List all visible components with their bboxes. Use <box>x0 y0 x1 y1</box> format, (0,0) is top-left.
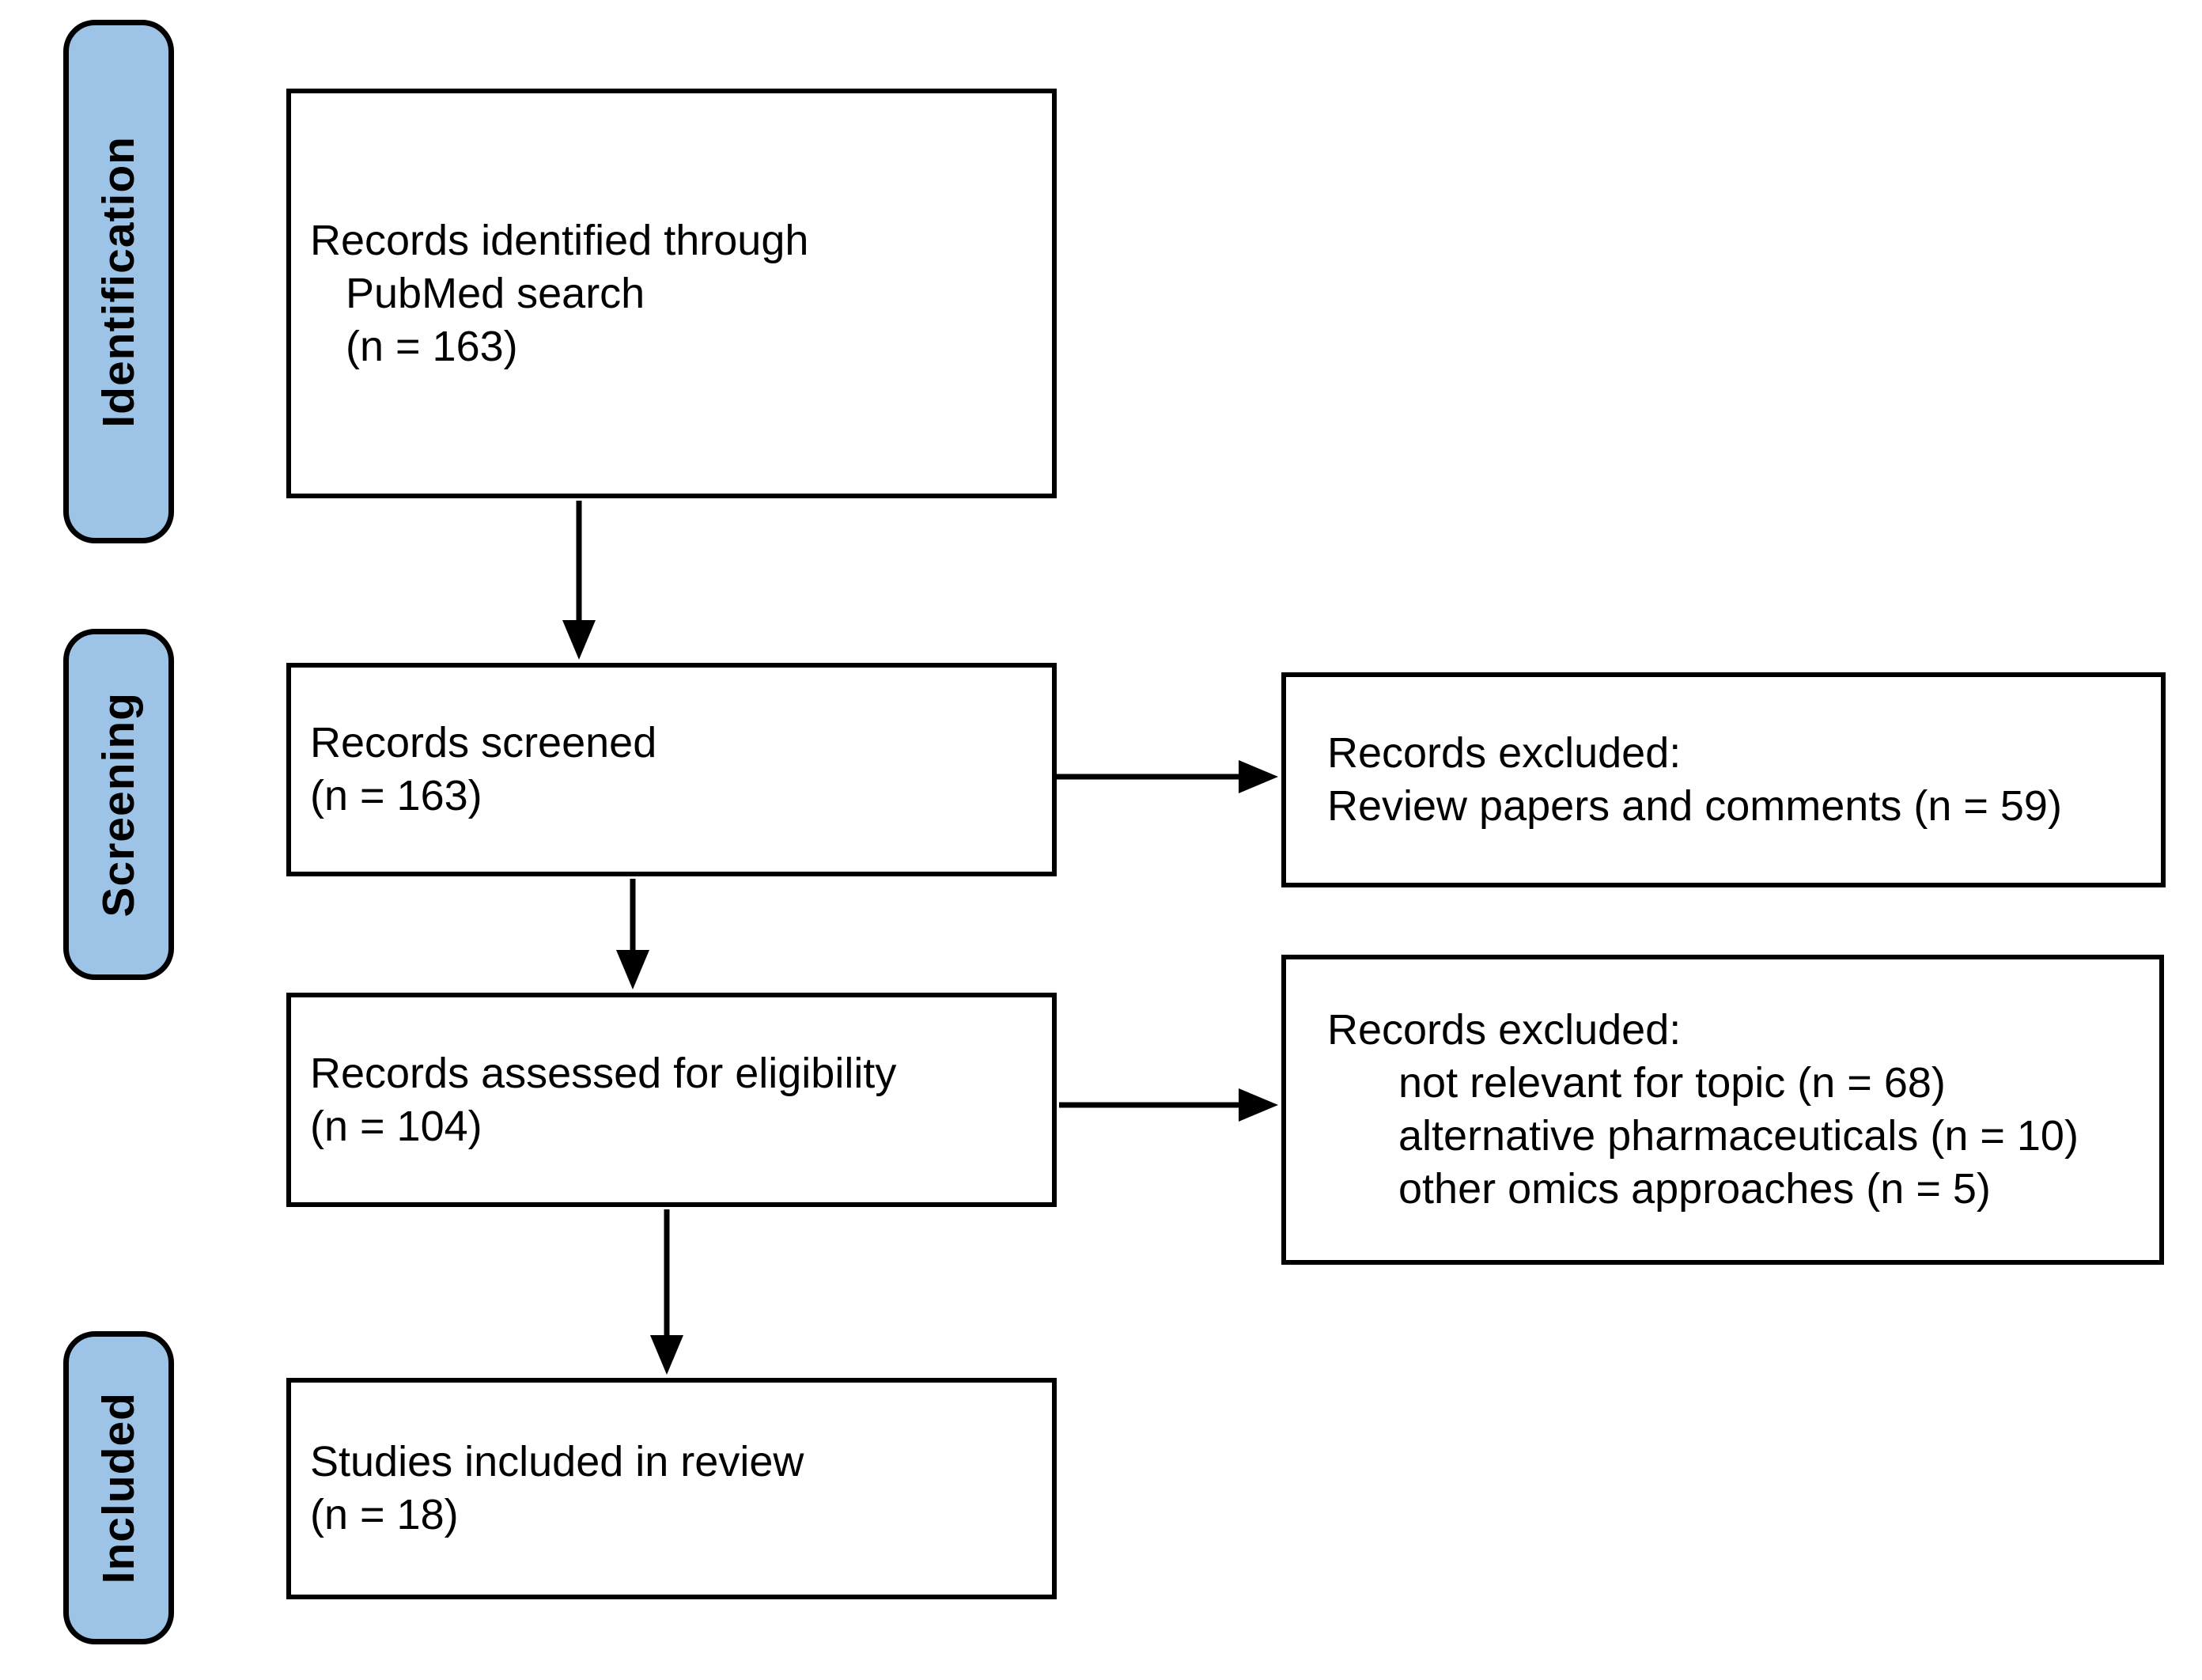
flow-box-line: PubMed search <box>346 269 645 317</box>
arrow-down-assessed-to-included <box>650 1209 683 1375</box>
excluded-reason: alternative pharmaceuticals (n = 10) <box>1398 1112 2079 1160</box>
flow-box-line: Records assessed for eligibility <box>310 1049 897 1097</box>
arrow-down-identified-to-screened <box>562 501 596 660</box>
excluded-reason: Review papers and comments (n = 59) <box>1327 782 2062 830</box>
excluded-reason: not relevant for topic (n = 68) <box>1398 1059 1946 1107</box>
flow-box-records-assessed: Records assessed for eligibility (n = 10… <box>286 993 1057 1207</box>
excluded-title: Records excluded: <box>1327 1006 1682 1054</box>
arrow-down-screened-to-assessed <box>616 879 649 989</box>
excluded-title: Records excluded: <box>1327 729 1682 777</box>
arrow-right-screened-to-excluded <box>1057 760 1278 793</box>
flow-box-count: (n = 163) <box>310 772 482 819</box>
flow-box-count: (n = 104) <box>310 1102 482 1150</box>
flow-box-count: (n = 18) <box>310 1491 459 1538</box>
excluded-box-eligibility: Records excluded: not relevant for topic… <box>1281 955 2164 1265</box>
stage-label: Identification <box>93 135 144 428</box>
stage-included: Included <box>63 1331 174 1644</box>
stage-label: Included <box>93 1391 144 1584</box>
flow-box-studies-included: Studies included in review (n = 18) <box>286 1378 1057 1599</box>
flow-box-records-screened: Records screened (n = 163) <box>286 663 1057 876</box>
stage-screening: Screening <box>63 629 174 980</box>
flow-box-line: Records screened <box>310 719 657 766</box>
flow-box-line: Records identified through <box>310 216 809 264</box>
stage-identification: Identification <box>63 20 174 543</box>
flow-box-count: (n = 163) <box>346 322 518 370</box>
flow-box-line: Studies included in review <box>310 1438 804 1485</box>
excluded-box-screening: Records excluded: Review papers and comm… <box>1281 672 2166 887</box>
stage-label: Screening <box>93 691 144 918</box>
excluded-reason: other omics approaches (n = 5) <box>1398 1165 1991 1213</box>
flow-box-records-identified: Records identified through PubMed search… <box>286 89 1057 498</box>
arrow-right-assessed-to-excluded <box>1059 1088 1278 1122</box>
